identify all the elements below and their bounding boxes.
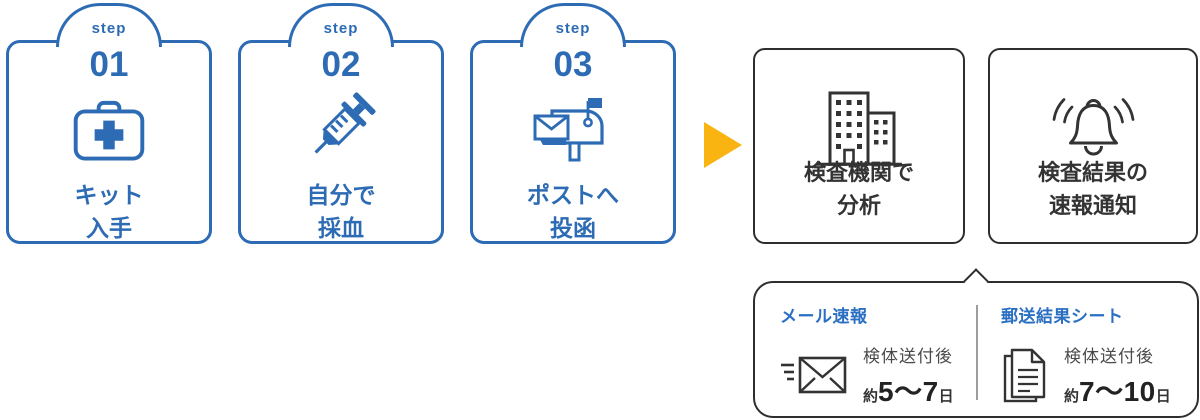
step-label-2: 自分で 採血: [241, 179, 441, 245]
duration-suffix: 日: [938, 388, 954, 405]
duration-prefix: 約: [863, 388, 879, 405]
step-label-line1: ポストへ: [527, 182, 619, 208]
speed-mail-icon: [781, 356, 847, 394]
syringe-icon: [314, 92, 376, 154]
step-word: step: [323, 20, 359, 37]
step-icon-wrap: [473, 89, 673, 173]
note-text: 検体送付後: [1064, 347, 1154, 366]
callout-title: メール速報: [780, 307, 868, 326]
duration-prefix: 約: [1064, 388, 1080, 405]
step-card-3: step 03 ポストへ 投函: [470, 3, 676, 245]
callout-title: 郵送結果シート: [1001, 307, 1124, 326]
step-bump-1: step: [56, 3, 162, 47]
result-label-notification: 検査結果の 速報通知: [990, 156, 1196, 222]
step-label-3: ポストへ 投函: [473, 179, 673, 245]
mailbox-icon: [533, 98, 604, 162]
step-number-2: 02: [321, 45, 361, 84]
result-label-line2: 速報通知: [1048, 193, 1137, 218]
duration-text: 約5〜7日: [863, 370, 954, 410]
step-bump-2: step: [288, 3, 394, 47]
step-word: step: [91, 20, 127, 37]
result-label-line1: 検査結果の: [1037, 160, 1148, 185]
duration-value: 5〜7: [878, 376, 939, 407]
step-icon-wrap: [9, 89, 209, 173]
callout-item-mail: メール速報 検体送付後 約5〜7日: [755, 283, 976, 416]
building-icon: [816, 91, 902, 166]
step-label-line2: 入手: [86, 215, 132, 241]
note-text: 検体送付後: [863, 347, 953, 366]
result-label-line2: 分析: [836, 193, 881, 218]
step-number-1: 01: [89, 45, 129, 84]
step-card-2: step 02 自分で 採血: [238, 3, 444, 245]
step-number-3: 03: [553, 45, 593, 84]
step-icon-wrap: [241, 89, 441, 173]
step-word: step: [555, 20, 591, 37]
result-card-notification: 検査結果の 速報通知: [988, 48, 1198, 244]
step-label-line1: 自分で: [306, 182, 376, 208]
step-label-1: キット 入手: [9, 179, 209, 245]
duration-text: 約7〜10日: [1064, 370, 1171, 410]
result-label-line1: 検査機関で: [803, 160, 914, 185]
result-card-analysis: 検査機関で 分析: [753, 48, 965, 244]
result-icon-wrap: [990, 50, 1196, 168]
step-label-line1: キット: [74, 182, 144, 208]
callout-bubble: メール速報 検体送付後 約5〜7日 郵送結果シ: [753, 268, 1199, 418]
flow-arrow-icon: [704, 122, 742, 168]
callout-detail: 検体送付後 約5〜7日: [863, 342, 954, 410]
bell-icon: [1052, 98, 1135, 156]
first-aid-kit-icon: [73, 100, 145, 161]
callout-row: 検体送付後 約5〜7日: [780, 342, 968, 410]
duration-value: 7〜10: [1079, 376, 1156, 407]
callout-row: 検体送付後 約7〜10日: [1001, 342, 1189, 410]
documents-icon: [1003, 348, 1046, 403]
step-card-1: step 01 キット 入手: [6, 3, 212, 245]
callout-detail: 検体送付後 約7〜10日: [1064, 342, 1171, 410]
result-icon-wrap: [755, 50, 963, 168]
step-label-line2: 投函: [550, 215, 596, 241]
callout-item-postal: 郵送結果シート 検体送付後 約7〜10日: [976, 283, 1197, 416]
result-label-analysis: 検査機関で 分析: [755, 156, 963, 222]
step-bump-3: step: [520, 3, 626, 47]
callout-divider: [976, 305, 978, 400]
duration-suffix: 日: [1155, 388, 1171, 405]
step-label-line2: 採血: [318, 215, 364, 241]
